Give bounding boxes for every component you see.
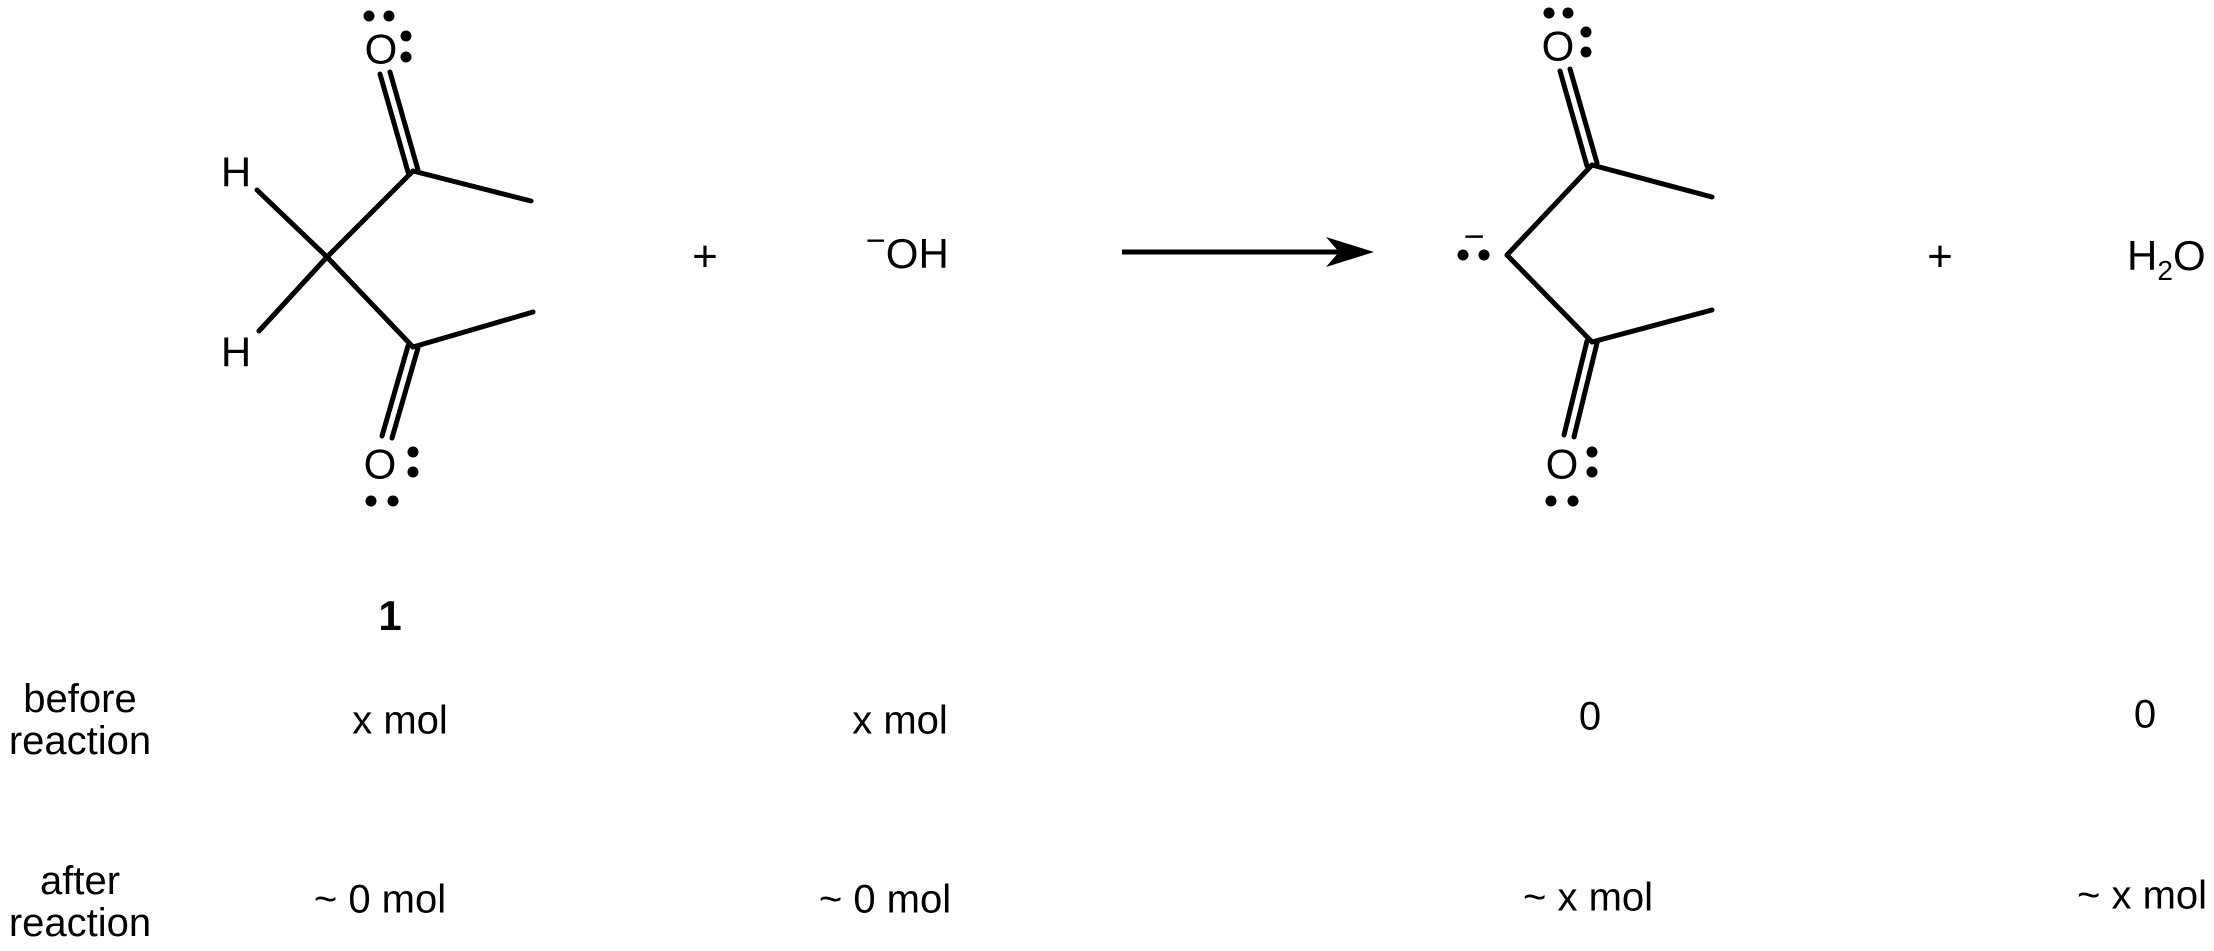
bond-line bbox=[410, 309, 536, 350]
lone-pair-dot bbox=[1562, 7, 1574, 19]
carbanion-lone-pair-dot bbox=[1457, 249, 1469, 261]
lone-pair-dot bbox=[1586, 446, 1598, 458]
water-o-symbol: O bbox=[2172, 232, 2206, 279]
bond-line bbox=[1504, 252, 1595, 345]
molecule-enolate-lone-pairs bbox=[1457, 7, 1598, 507]
lone-pair-dot bbox=[400, 30, 412, 42]
compound1-number-label: 1 bbox=[378, 592, 402, 639]
water-formula: H2O bbox=[2080, 184, 2206, 328]
bond-line bbox=[256, 254, 330, 334]
atom-label-oxygen: O bbox=[365, 26, 398, 73]
lone-pair-dot bbox=[400, 51, 412, 63]
hydroxide-symbol: OH bbox=[885, 230, 949, 277]
lone-pair-dot bbox=[407, 446, 419, 458]
bond-line bbox=[324, 168, 416, 260]
double-bond-line bbox=[1571, 340, 1600, 440]
after-value-hydroxide: ~ 0 mol bbox=[818, 877, 952, 922]
atom-label-oxygen: O bbox=[1542, 23, 1575, 70]
lone-pair-dot bbox=[1543, 7, 1555, 19]
bond-line bbox=[324, 254, 416, 350]
double-bond-line bbox=[387, 69, 421, 173]
atom-label-hydrogen: H bbox=[221, 149, 251, 196]
atom-label-oxygen: O bbox=[364, 441, 397, 488]
before-value-hydroxide: x mol bbox=[852, 698, 948, 743]
double-bond-line bbox=[377, 71, 411, 175]
water-subscript: 2 bbox=[2157, 255, 2173, 286]
hydroxide-charge-label: − bbox=[865, 222, 886, 260]
water-h-symbol: H bbox=[2127, 232, 2158, 279]
after-value-enolate: ~ x mol bbox=[1522, 875, 1654, 920]
plus-sign-right: + bbox=[1927, 232, 1953, 281]
atom-label-oxygen: O bbox=[1546, 441, 1579, 488]
arrow-head-icon bbox=[1326, 237, 1374, 267]
molecule-compound1-bonds bbox=[254, 69, 536, 441]
before-value-compound1: x mol bbox=[352, 698, 448, 743]
atom-label-hydrogen: H bbox=[221, 329, 251, 376]
lone-pair-dot bbox=[1586, 466, 1598, 478]
lone-pair-dot bbox=[363, 10, 375, 22]
lone-pair-dot bbox=[365, 495, 377, 507]
before-value-water: 0 bbox=[2133, 692, 2157, 737]
double-bond-line bbox=[379, 343, 411, 439]
molecule-enolate-bonds bbox=[1504, 66, 1715, 440]
carbanion-lone-pair-dot bbox=[1478, 249, 1490, 261]
row-label-before-reaction: before reaction bbox=[8, 677, 152, 763]
lone-pair-dot bbox=[1567, 495, 1579, 507]
reaction-arrow bbox=[1122, 237, 1374, 267]
lone-pair-dot bbox=[1580, 26, 1592, 38]
hydroxide-formula: −OH bbox=[819, 182, 949, 326]
bond-line bbox=[254, 187, 330, 260]
bond-line bbox=[410, 168, 534, 204]
double-bond-line bbox=[1557, 68, 1590, 169]
bond-line bbox=[1589, 307, 1715, 345]
carbanion-charge-label: − bbox=[1463, 216, 1484, 257]
bond-line bbox=[1504, 162, 1595, 258]
after-value-compound1: ~ 0 mol bbox=[313, 877, 447, 922]
lone-pair-dot bbox=[383, 10, 395, 22]
lone-pair-dot bbox=[407, 466, 419, 478]
before-value-enolate: 0 bbox=[1578, 694, 1602, 739]
lone-pair-dot bbox=[387, 495, 399, 507]
lone-pair-dot bbox=[1580, 46, 1592, 58]
double-bond-line bbox=[1567, 66, 1600, 166]
double-bond-line bbox=[389, 345, 421, 441]
molecule-compound1: O O H H bbox=[221, 10, 536, 507]
molecule-compound1-lone-pairs bbox=[363, 10, 419, 507]
bond-line bbox=[1589, 162, 1715, 200]
double-bond-line bbox=[1561, 338, 1590, 438]
molecule-enolate: − O O bbox=[1457, 7, 1715, 507]
plus-sign-left: + bbox=[692, 232, 718, 281]
row-label-after-reaction: after reaction bbox=[8, 859, 152, 945]
after-value-water: ~ x mol bbox=[2076, 873, 2208, 918]
lone-pair-dot bbox=[1545, 495, 1557, 507]
